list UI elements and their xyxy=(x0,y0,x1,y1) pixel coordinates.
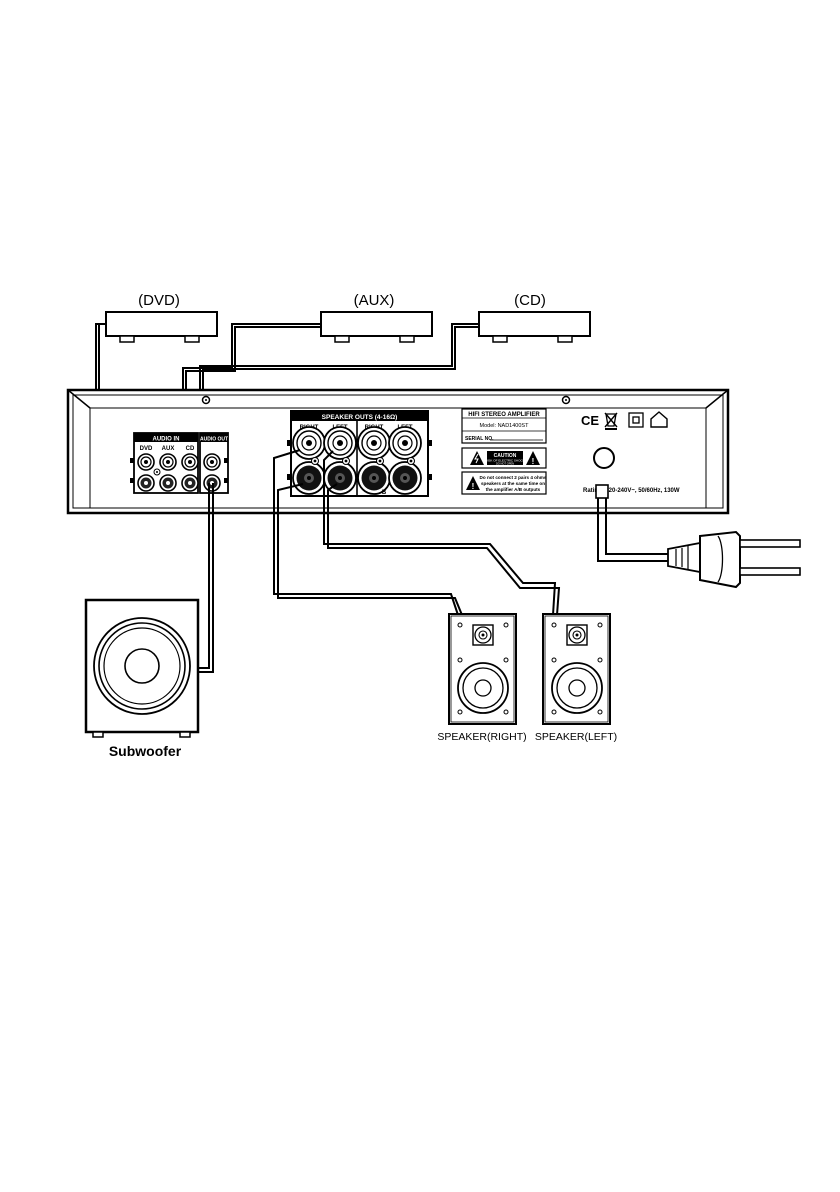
certification-marks: CE xyxy=(581,411,668,430)
power-cord-outlet xyxy=(593,447,615,469)
cd-player: (CD) xyxy=(478,292,591,343)
tweeter-icon xyxy=(472,624,494,646)
subwoofer-cable xyxy=(199,483,214,673)
warning-line-2: speakers at the same time on xyxy=(481,481,545,486)
warning-triangle-icon xyxy=(526,451,540,465)
speaker-outs-header: SPEAKER OUTS (4-16Ω) xyxy=(322,414,398,421)
cd-label: (CD) xyxy=(514,292,546,309)
speaker-a-right-minus-terminal[interactable] xyxy=(292,461,326,495)
dvd-player: (DVD) xyxy=(105,292,218,343)
woofer-driver-icon xyxy=(457,662,509,714)
aux-device: (AUX) xyxy=(320,292,433,343)
input-label-cd: CD xyxy=(186,446,195,452)
caution-label: ! CAUTION RISK OF ELECTRIC SHOCK DO NOT … xyxy=(461,447,547,469)
caution-sub: RISK OF ELECTRIC SHOCK xyxy=(485,459,524,463)
info-model: Model: NAD1400ST xyxy=(480,423,530,429)
dvd-in-right-jack[interactable] xyxy=(137,474,155,492)
speaker-right: SPEAKER(RIGHT) xyxy=(437,613,527,743)
woofer-driver-icon xyxy=(551,662,603,714)
audio-out-left-jack[interactable] xyxy=(203,453,221,471)
aux-in-left-jack[interactable] xyxy=(159,453,177,471)
caution-sub2: DO NOT OPEN xyxy=(496,462,514,466)
double-insulation-icon xyxy=(628,412,644,428)
info-serial: SERIAL NO. xyxy=(465,436,494,442)
weee-bin-icon xyxy=(604,412,618,430)
warning-label: ! Do not connect 2 pairs 4 ohms speakers… xyxy=(461,471,547,495)
speaker-left-label: SPEAKER(LEFT) xyxy=(535,731,617,743)
speaker-b-left-plus-terminal[interactable] xyxy=(388,426,422,460)
tweeter-icon xyxy=(566,624,588,646)
polarity-mark-icon xyxy=(311,457,319,465)
speaker-b-right-plus-terminal[interactable] xyxy=(357,426,391,460)
polarity-mark-icon xyxy=(407,457,415,465)
input-label-aux: AUX xyxy=(162,446,175,452)
power-cable xyxy=(595,484,668,562)
warning-triangle-icon xyxy=(466,476,480,490)
speaker-outs-block: SPEAKER OUTS (4-16Ω) RIGHT LEFT RIGHT LE… xyxy=(287,410,432,497)
speaker-left: SPEAKER(LEFT) xyxy=(535,613,617,743)
amplifier-rear-panel: AUDIO IN DVD AUX CD AUDIO OUT xyxy=(66,388,730,515)
electric-hazard-icon xyxy=(470,451,484,465)
ground-terminal-icon xyxy=(153,468,161,476)
screw-icon xyxy=(201,395,211,405)
caution-title: CAUTION xyxy=(494,453,517,459)
svg-text:!: ! xyxy=(472,482,475,491)
screw-icon xyxy=(561,395,571,405)
model-info-label: HIFI STEREO AMPLIFIER Model: NAD1400ST S… xyxy=(461,408,547,444)
cd-in-left-jack[interactable] xyxy=(181,453,199,471)
subwoofer-label: Subwoofer xyxy=(109,743,182,759)
speaker-a-right-plus-terminal[interactable] xyxy=(292,426,326,460)
subwoofer: Subwoofer xyxy=(84,598,200,759)
woofer-driver-icon xyxy=(93,617,191,715)
cd-in-right-jack[interactable] xyxy=(181,474,199,492)
polarity-mark-icon xyxy=(376,457,384,465)
indoor-use-icon xyxy=(650,411,668,428)
dvd-label: (DVD) xyxy=(138,292,180,309)
aux-in-right-jack[interactable] xyxy=(159,474,177,492)
warning-line-3: the amplifier A/B outputs xyxy=(486,487,541,492)
aux-label: (AUX) xyxy=(354,292,395,309)
speaker-right-label: SPEAKER(RIGHT) xyxy=(437,731,526,743)
speaker-cables xyxy=(273,449,561,616)
rating-text: Rating: 220-240V~, 50/60Hz, 130W xyxy=(583,488,680,494)
info-title: HIFI STEREO AMPLIFIER xyxy=(468,412,540,418)
warning-line-1: Do not connect 2 pairs 4 ohms xyxy=(480,475,547,480)
dvd-in-left-jack[interactable] xyxy=(137,453,155,471)
audio-out-header: AUDIO OUT xyxy=(200,437,228,443)
speaker-b-left-minus-terminal[interactable] xyxy=(388,461,422,495)
group-b-label: B xyxy=(382,490,387,496)
input-label-dvd: DVD xyxy=(140,446,153,452)
polarity-mark-icon xyxy=(342,457,350,465)
audio-in-block: AUDIO IN DVD AUX CD xyxy=(130,432,199,494)
audio-in-header: AUDIO IN xyxy=(153,437,180,443)
svg-text:!: ! xyxy=(532,457,535,466)
power-plug-icon xyxy=(667,530,801,589)
ce-mark-icon: CE xyxy=(581,413,599,428)
